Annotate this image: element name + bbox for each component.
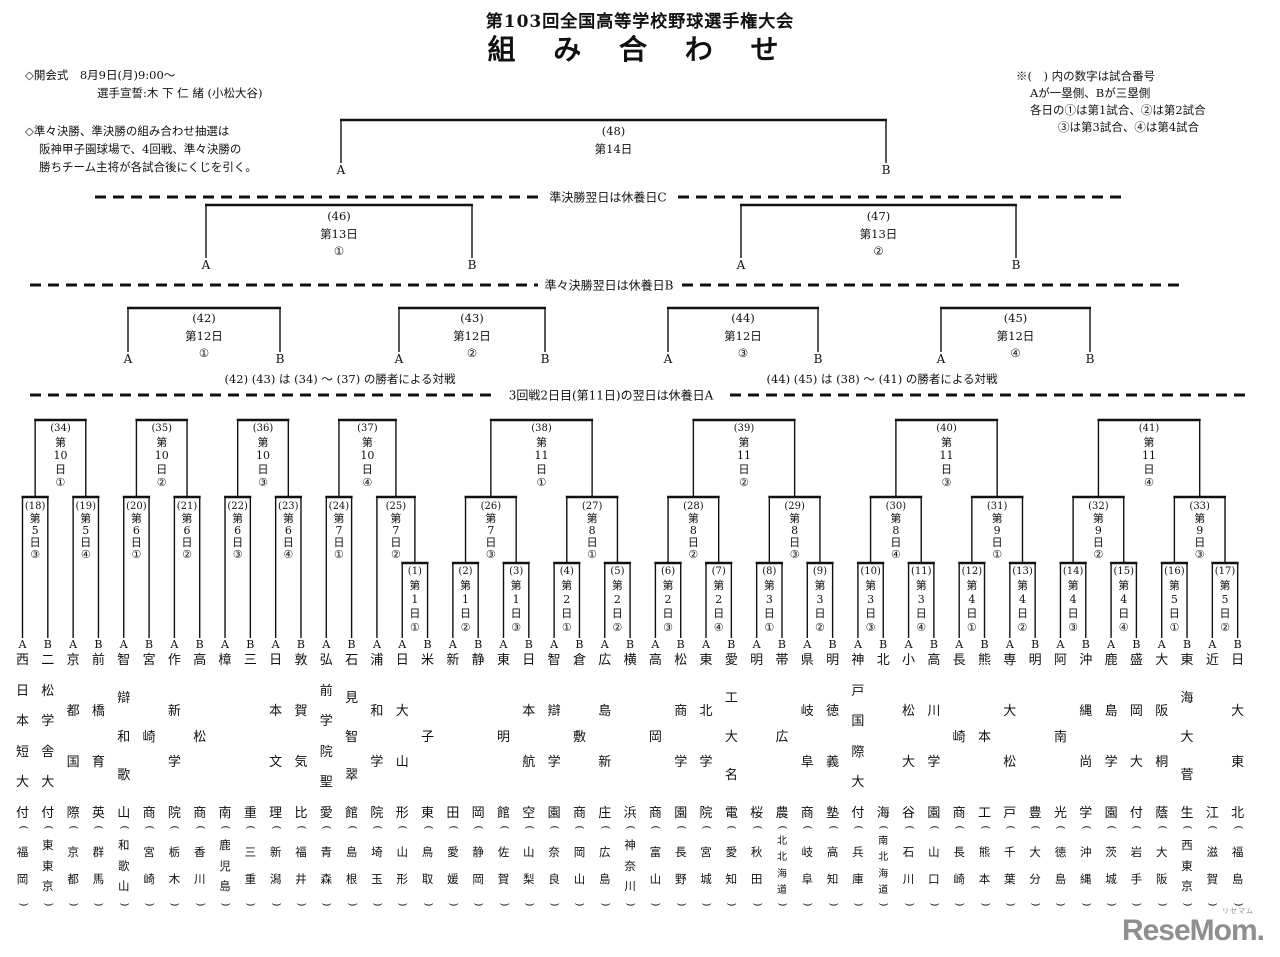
legend-note-line1: ※( ) 内の数字は試合番号 [1016, 69, 1156, 83]
draw-note-line3: 勝ちチーム主将が各試合後にくじを引く。 [39, 160, 257, 174]
legend-note-line4: ③は第3試合、④は第4試合 [1058, 120, 1200, 134]
oath-note: 選手宣誓:木 下 仁 緒 (小松大谷) [97, 86, 263, 100]
watermark-text: ReseMom. [1121, 914, 1265, 947]
legend-note-line2: Aが一塁側、Bが三塁側 [1030, 86, 1151, 100]
notes-right: ※( ) 内の数字は試合番号 Aが一塁側、Bが三塁側 各日の①は第1試合、②は第… [1016, 68, 1206, 136]
pairing-note-right: (44) (45) は (38) ～ (41) の勝者による対戦 [766, 372, 998, 386]
draw-note-line1: ◇準々決勝、準決勝の組み合わせ抽選は [25, 124, 230, 138]
resemom-watermark: リセマム ReseMom. [1121, 906, 1265, 947]
draw-note-line2: 阪神甲子園球場で、4回戦、準々決勝の [39, 142, 242, 156]
pairing-note-left: (42) (43) は (34) ～ (37) の勝者による対戦 [224, 372, 456, 386]
opening-ceremony-note: ◇開会式 8月9日(月)9:00～ [25, 68, 176, 82]
page-title: 第103回全国高等学校野球選手権大会 [485, 12, 795, 32]
notes-left: ◇開会式 8月9日(月)9:00～ 選手宣誓:木 下 仁 緒 (小松大谷) ◇準… [25, 66, 262, 176]
watermark-ruby: リセマム [1222, 908, 1254, 915]
rest-day-a-label: 3回戦2日目(第11日)の翌日は休養日A [504, 386, 718, 404]
rest-day-b-label: 準々決勝翌日は休養日B [540, 276, 678, 294]
legend-note-line3: 各日の①は第1試合、②は第2試合 [1030, 103, 1206, 117]
page-subtitle: 組 み 合 わ せ [487, 33, 793, 66]
rest-day-c-label: 準決勝翌日は休養日C [545, 188, 671, 206]
